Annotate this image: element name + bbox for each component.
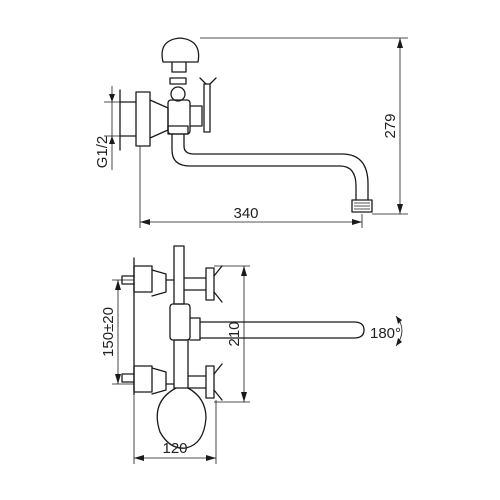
spout-lower bbox=[183, 133, 369, 201]
spout-front bbox=[199, 321, 365, 339]
wall-flange bbox=[135, 91, 151, 147]
center-distance-label: 150±20 bbox=[100, 307, 117, 357]
body-upper bbox=[173, 245, 185, 305]
eccentric-connector bbox=[149, 99, 169, 139]
front-elevation-view bbox=[121, 245, 365, 449]
hose-outlet bbox=[156, 387, 207, 449]
height-label: 279 bbox=[382, 113, 399, 138]
dimension-150: 150±20 bbox=[100, 279, 134, 385]
diverter-body bbox=[169, 303, 191, 341]
reach-label: 340 bbox=[233, 205, 258, 222]
spout-upper bbox=[171, 133, 357, 201]
swivel-indicator: 180° bbox=[370, 315, 403, 347]
swivel-angle-label: 180° bbox=[370, 325, 401, 342]
cross-handle-side bbox=[203, 83, 211, 133]
handle-span-label: 210 bbox=[226, 321, 243, 346]
valve-body bbox=[167, 99, 191, 135]
dimension-g12: G1/2 bbox=[94, 86, 120, 170]
bottom-width-label: 120 bbox=[162, 440, 187, 457]
body-lower bbox=[173, 339, 189, 389]
dimension-340: 340 bbox=[139, 146, 363, 228]
dimension-210: 210 bbox=[214, 265, 250, 403]
cross-handle-lower bbox=[205, 365, 215, 399]
aerator bbox=[351, 199, 373, 213]
side-elevation-view bbox=[119, 37, 373, 213]
thread-label: G1/2 bbox=[94, 136, 111, 169]
dimension-279: 279 bbox=[200, 37, 408, 215]
top-knob bbox=[161, 37, 200, 63]
cross-handle-upper bbox=[205, 267, 215, 301]
dimension-120: 120 bbox=[133, 396, 217, 464]
